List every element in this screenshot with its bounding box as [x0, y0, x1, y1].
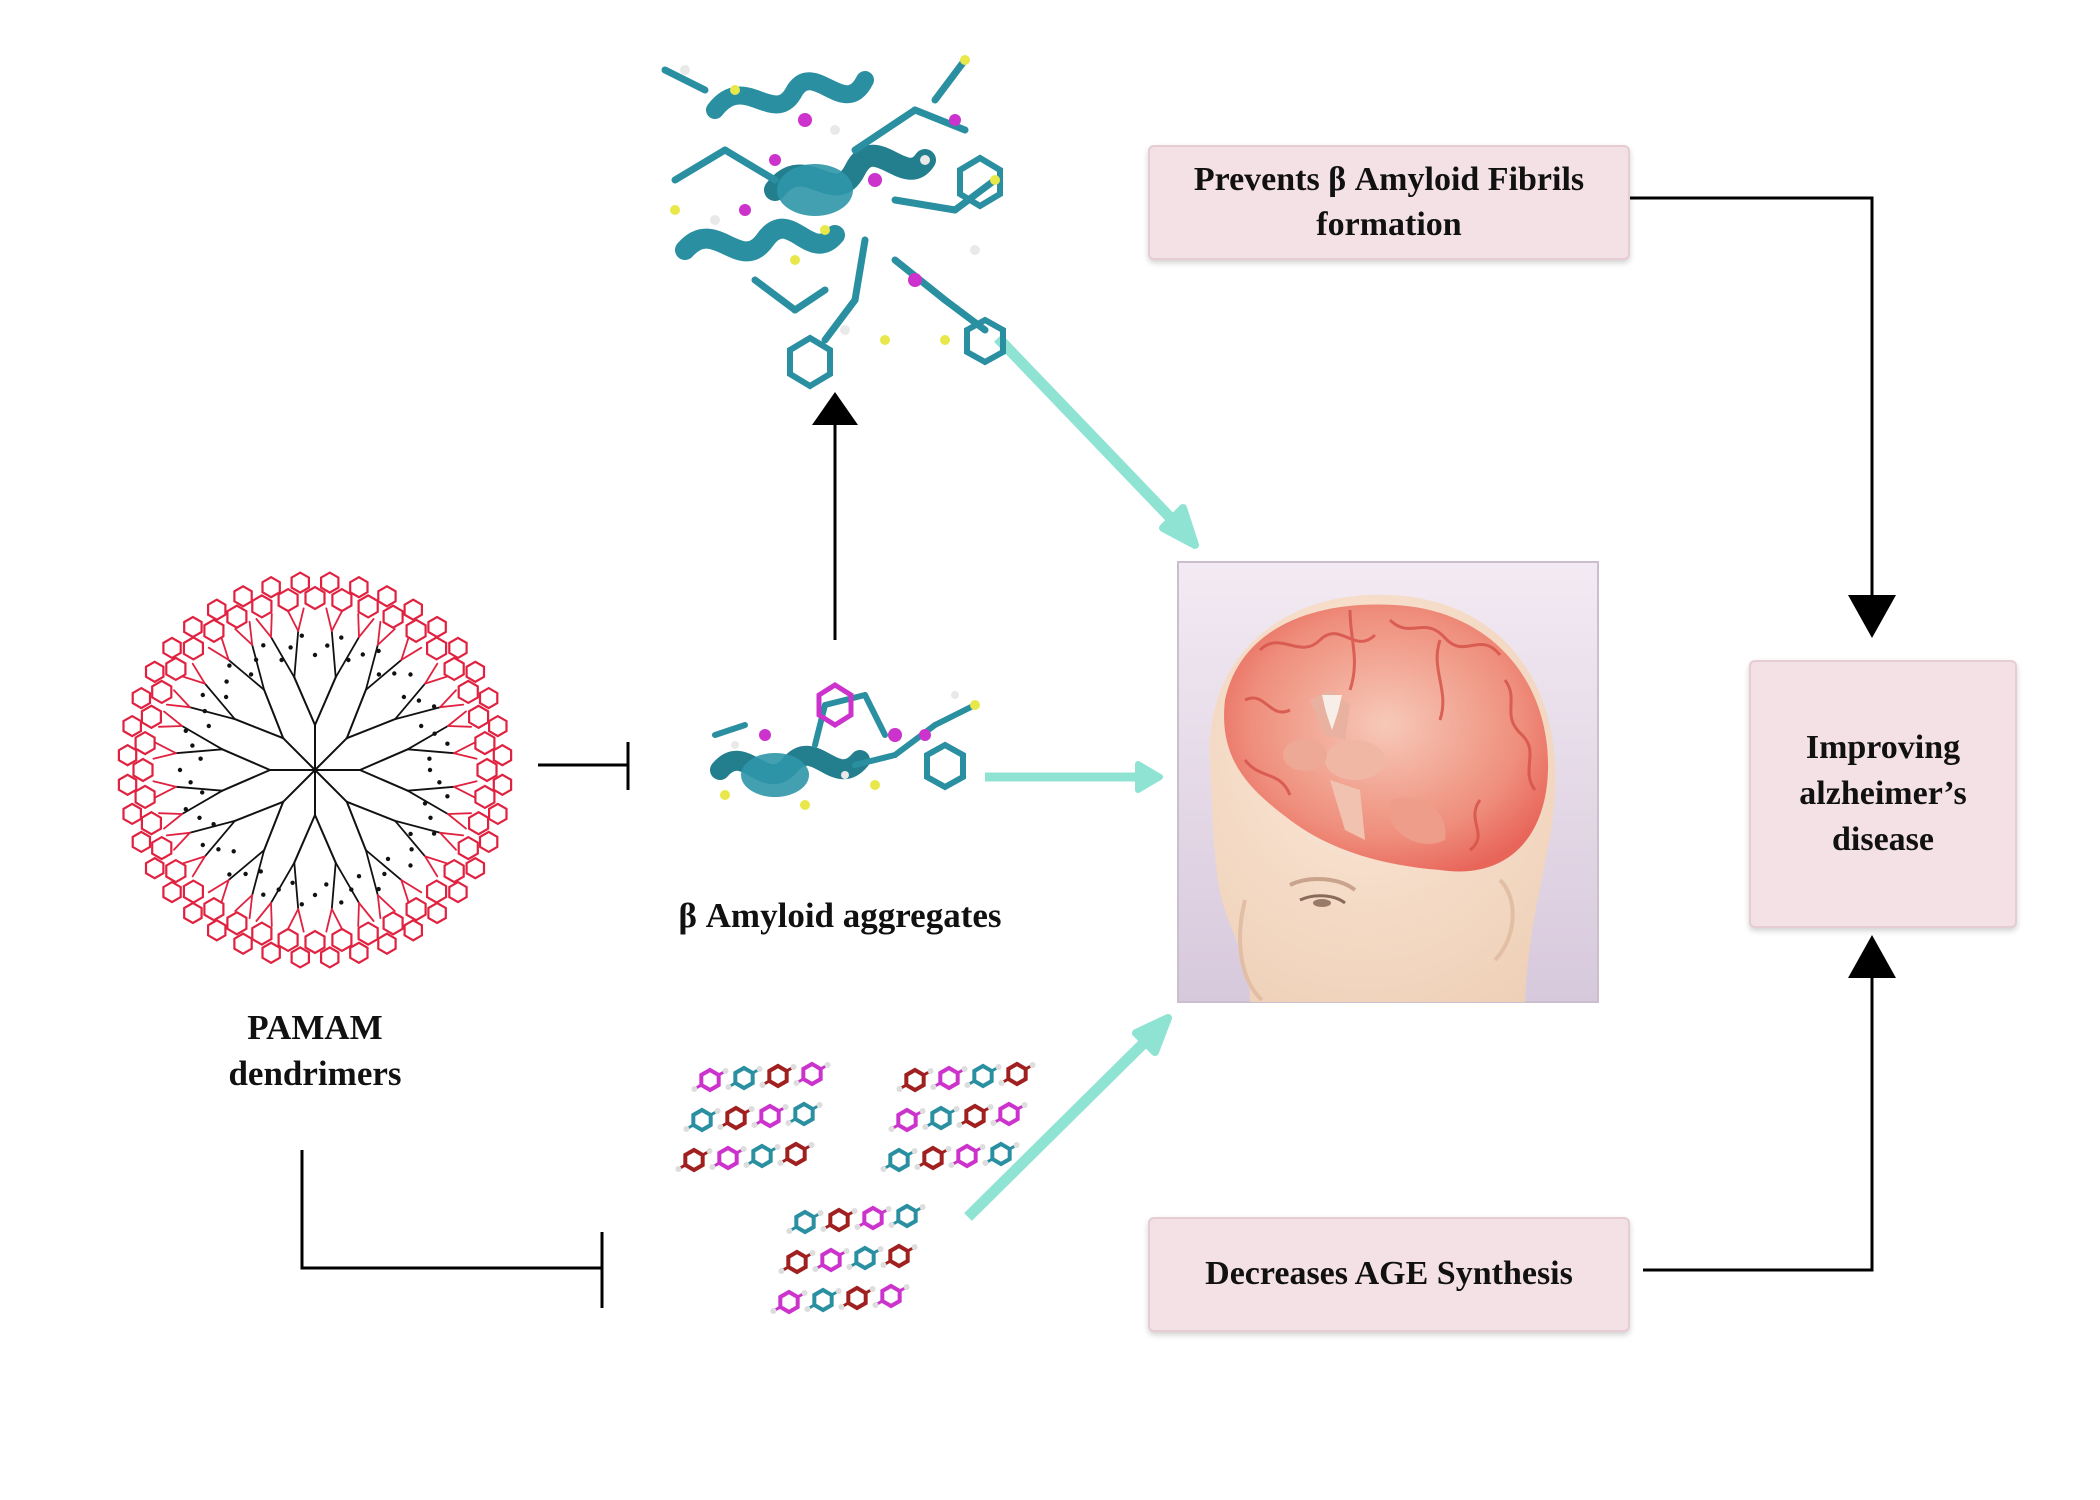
amyloid-fibril-molecule-icon	[661, 55, 1006, 390]
inhibition-dendrimer-to-aggregates	[538, 742, 630, 790]
inhibition-dendrimer-to-age	[300, 1150, 604, 1308]
pamam-dendrimer-structure-icon	[117, 571, 513, 969]
teal-arrow-age-to-brain	[964, 1014, 1172, 1221]
pamam-dendrimers-label: PAMAM dendrimers	[228, 1008, 402, 1093]
decreases-age-box: Decreases AGE Synthesis	[1148, 1217, 1630, 1332]
amyloid-aggregates-label: β Amyloid aggregates	[678, 896, 1002, 935]
improving-alzheimers-text: Improving alzheimer’s disease	[1799, 729, 1967, 858]
amyloid-aggregate-molecule-icon	[710, 682, 980, 810]
prevents-fibrils-box: Prevents β Amyloid Fibrils formation	[1148, 145, 1630, 260]
improving-alzheimers-box: Improving alzheimer’s disease	[1749, 660, 2017, 928]
arrow-decreases-to-improving	[1643, 935, 1896, 1272]
age-molecules-icon	[675, 1061, 1036, 1315]
arrow-prevents-to-improving	[1628, 196, 1896, 638]
human-brain-illustration	[1177, 561, 1599, 1003]
teal-arrow-aggregates-to-brain	[985, 761, 1163, 793]
decreases-age-text: Decreases AGE Synthesis	[1205, 1255, 1573, 1293]
prevents-fibrils-text: Prevents β Amyloid Fibrils formation	[1193, 161, 1585, 243]
teal-arrow-fibril-to-brain	[994, 334, 1199, 549]
arrow-aggregates-to-fibril	[812, 392, 858, 640]
